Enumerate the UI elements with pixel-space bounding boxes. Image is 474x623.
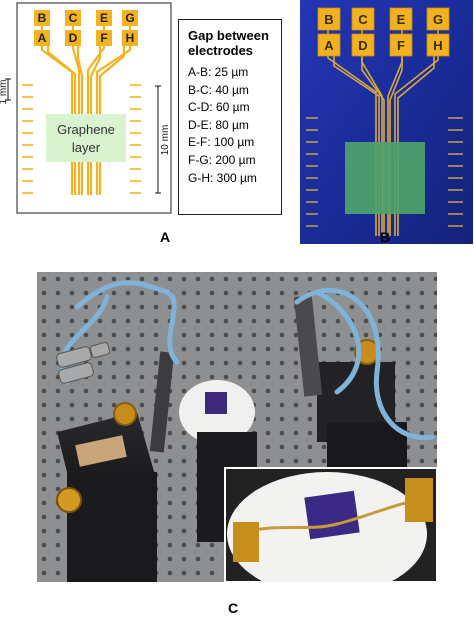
- pad-photo-label: C: [358, 12, 368, 27]
- gap-table-title-line: Gap between: [188, 28, 269, 43]
- setup-photo: [37, 272, 437, 582]
- pad-a: [34, 30, 50, 46]
- pad-photo-a: [317, 33, 341, 57]
- pad-label: D: [69, 31, 78, 45]
- ruler-right: [130, 84, 141, 194]
- gap-row: E-F: 100 µm: [188, 135, 255, 150]
- graphene-photo: [345, 142, 425, 214]
- scale-label-small: 1 mm: [0, 80, 9, 105]
- pad-photo-label: B: [324, 12, 333, 27]
- gap-table-title-line: electrodes: [188, 43, 254, 58]
- pad-photo-d: [351, 33, 375, 57]
- left-arm: [149, 351, 175, 453]
- pad-photo-label: A: [324, 38, 334, 53]
- photo-ruler-left: [306, 117, 318, 227]
- pad-g: [122, 10, 138, 26]
- connectors: [56, 342, 111, 384]
- pad-label: B: [38, 11, 47, 25]
- pad-photo-label: G: [433, 12, 443, 27]
- pad-label: A: [38, 31, 47, 45]
- panel-label-c: C: [228, 600, 239, 616]
- pad-photo-f: [389, 33, 413, 57]
- inset-clamp-left: [233, 522, 259, 562]
- pad-e: [96, 10, 112, 26]
- center-chip: [205, 392, 227, 414]
- graphene-label: layer: [72, 140, 101, 155]
- gap-row: A-B: 25 µm: [188, 65, 249, 79]
- pad-photo-c: [351, 7, 375, 31]
- ruler-left: [22, 84, 33, 194]
- gap-row: C-D: 60 µm: [188, 100, 250, 115]
- inset-wire: [236, 496, 433, 536]
- pad-c: [65, 10, 81, 26]
- pad-label: G: [125, 11, 134, 25]
- gap-table: Gap between electrodes A-B: 25 µm B-C: 4…: [178, 19, 282, 215]
- pad-label: E: [100, 11, 108, 25]
- pad-photo-h: [426, 33, 450, 57]
- gap-row: D-E: 80 µm: [188, 117, 249, 132]
- left-bottom-knob: [56, 487, 82, 513]
- pad-label: C: [69, 11, 78, 25]
- pad-f: [96, 30, 112, 46]
- sensor-photo: B C E G A D F H: [300, 0, 473, 244]
- panel-label-a: A: [160, 229, 171, 245]
- gap-row: G-H: 300 µm: [188, 170, 257, 185]
- inset-photo: [224, 467, 437, 582]
- left-knob: [113, 402, 137, 426]
- sensor-schematic: B C E G A D F H Graphene layer 1 mm: [0, 2, 172, 214]
- left-label-plate: [75, 435, 127, 467]
- pad-photo-e: [389, 7, 413, 31]
- pad-photo-b: [317, 7, 341, 31]
- scale-bar-10mm: [155, 85, 161, 194]
- gap-table-title: Gap between electrodes: [188, 28, 272, 58]
- pad-photo-label: D: [358, 38, 367, 53]
- inset-chip: [304, 490, 360, 540]
- pad-label: F: [100, 31, 107, 45]
- pad-d: [65, 30, 81, 46]
- photo-ruler-right: [448, 117, 463, 227]
- panel-label-b: B: [380, 229, 391, 245]
- gap-row: B-C: 40 µm: [188, 82, 249, 97]
- pad-b: [34, 10, 50, 26]
- right-arm: [293, 295, 323, 397]
- blue-cables: [59, 280, 435, 441]
- graphene-layer: [46, 114, 126, 162]
- gap-row: F-G: 200 µm: [188, 152, 256, 167]
- scale-label-large: 10 mm: [160, 125, 171, 156]
- pad-photo-label: E: [397, 12, 406, 27]
- pad-photo-label: F: [397, 38, 405, 53]
- scale-bar-1mm: [5, 78, 11, 101]
- pad-photo-label: H: [433, 38, 442, 53]
- pad-photo-g: [426, 7, 450, 31]
- graphene-label: Graphene: [57, 122, 115, 137]
- pad-label: H: [126, 31, 135, 45]
- left-mount: [67, 472, 157, 582]
- pad-h: [122, 30, 138, 46]
- inset-clamp-right: [405, 478, 433, 522]
